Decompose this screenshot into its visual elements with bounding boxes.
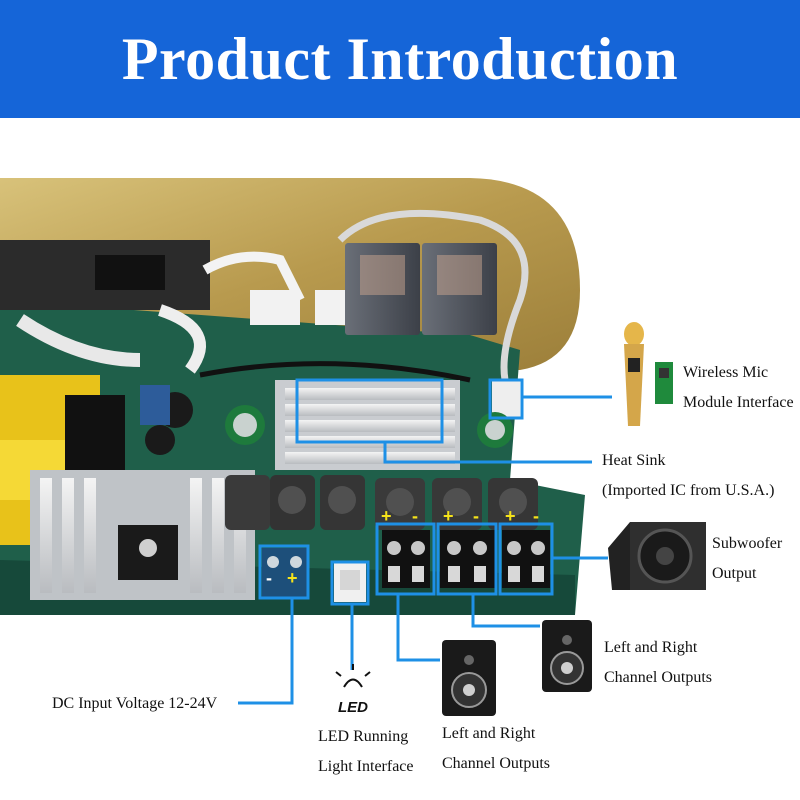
callout-box-led [330, 560, 370, 606]
studio-speaker-icon-upper [542, 620, 592, 692]
microphone-icon [624, 322, 644, 426]
label-left-right-upper: Left and Right Channel Outputs [604, 639, 712, 686]
lr-a-plus-mark: + [381, 506, 392, 526]
output-terminals [382, 530, 550, 588]
page-title: Product Introduction [121, 25, 679, 92]
subwoofer-icon [608, 522, 706, 590]
product-scene: - + + - + - + - [0, 118, 800, 800]
dc-plus-mark: + [287, 568, 298, 588]
callout-box-lr-a [375, 522, 436, 596]
wireless-module-icon [655, 362, 673, 404]
callout-box-heatsink [295, 378, 444, 444]
callout-lines [238, 395, 612, 705]
lr-b-plus-mark: + [443, 506, 454, 526]
label-left-right-lower: Left and Right Channel Outputs [442, 725, 550, 772]
sub-minus-mark: - [533, 506, 539, 526]
sub-plus-mark: + [505, 506, 516, 526]
label-led-running: LED Running Light Interface [318, 728, 414, 775]
label-wireless-mic: Wireless Mic Module Interface [683, 364, 794, 411]
callout-boxes [258, 378, 554, 606]
callout-box-lr-b [436, 522, 498, 596]
callout-box-mic [488, 378, 524, 420]
label-dc-input: DC Input Voltage 12-24V [52, 695, 218, 712]
led-icon: LED [335, 664, 371, 716]
amplifier-board-illustration: - + + - + - + - [0, 178, 706, 716]
label-subwoofer-output: Subwoofer Output [712, 535, 783, 582]
dc-minus-mark: - [266, 568, 272, 588]
callout-box-dc [258, 544, 310, 600]
title-banner: Product Introduction [0, 0, 800, 118]
label-heat-sink: Heat Sink (Imported IC from U.S.A.) [602, 452, 775, 499]
lr-a-minus-mark: - [412, 506, 418, 526]
inductor-row [225, 475, 538, 530]
led-icon-text: LED [338, 699, 368, 716]
studio-speaker-icon-lower [442, 640, 496, 716]
heat-sink-left [30, 470, 255, 600]
lr-b-minus-mark: - [473, 506, 479, 526]
heat-sink-center [275, 380, 460, 470]
